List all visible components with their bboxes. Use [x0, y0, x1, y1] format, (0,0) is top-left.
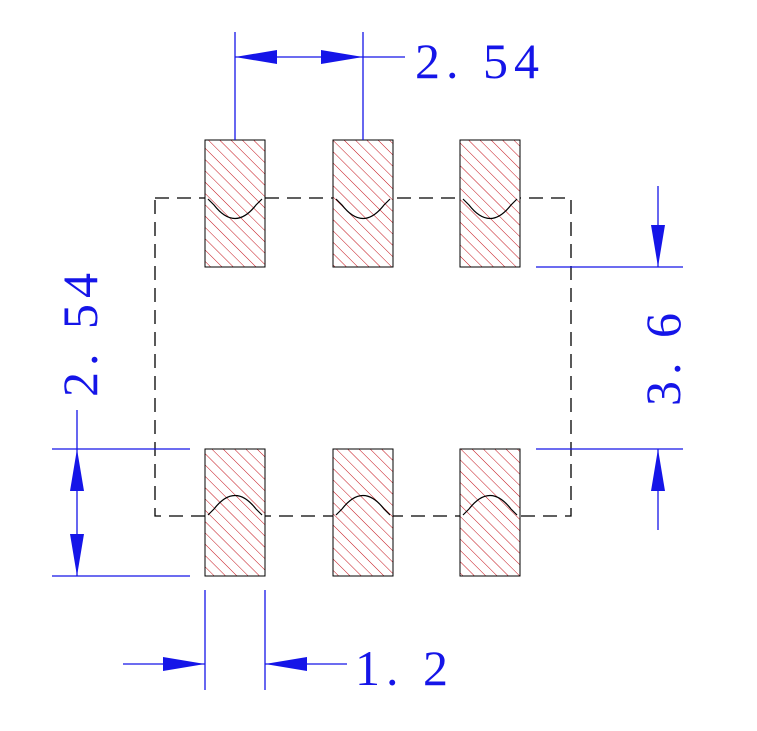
- pad: [204, 448, 266, 577]
- pad: [332, 139, 394, 268]
- dimension-label-pitch-horizontal: 2. 54: [415, 33, 545, 89]
- dimension-label-pitch-vertical: 2. 54: [52, 267, 108, 397]
- pad: [204, 139, 266, 268]
- pad-row-top: [204, 139, 521, 268]
- dimension-pad-width: [123, 590, 347, 690]
- lead-marks-top: [207, 198, 518, 220]
- dimension-label-pad-width: 1. 2: [355, 640, 454, 696]
- dimension-row-gap: [536, 186, 683, 530]
- lead-marks-bottom: [207, 494, 518, 516]
- pad: [459, 139, 521, 268]
- dimension-label-row-gap: 3. 6: [635, 307, 691, 406]
- pad: [332, 448, 394, 577]
- dimension-pitch-vertical: [52, 410, 190, 577]
- dimension-pitch-horizontal: [234, 32, 405, 140]
- pad: [459, 448, 521, 577]
- pad-row-bottom: [204, 448, 521, 577]
